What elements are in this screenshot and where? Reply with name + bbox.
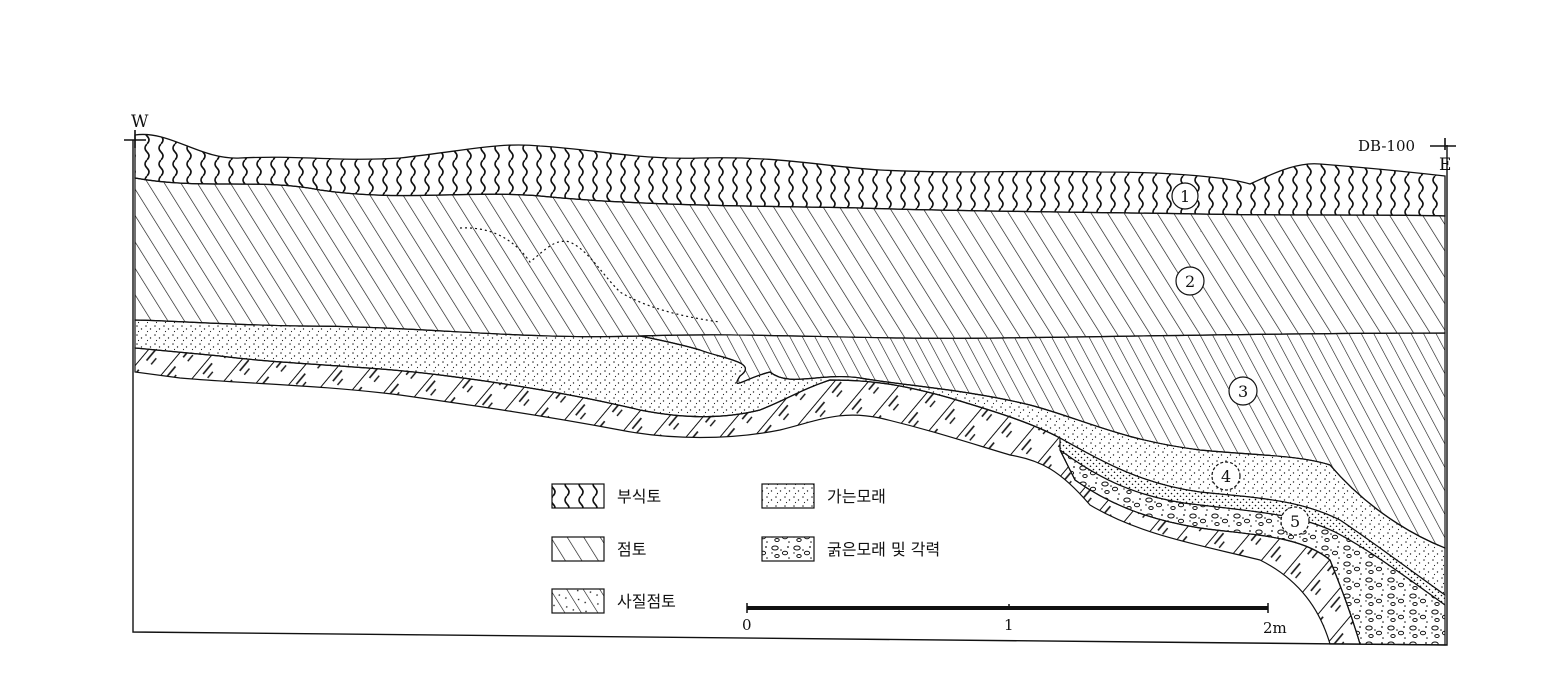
legend: 부식토 점토 사질점토 가는모래 굵은모래 및 각력 bbox=[551, 483, 940, 614]
layer-1-humus bbox=[134, 133, 1446, 217]
svg-text:5: 5 bbox=[1290, 512, 1300, 531]
layer-number-1: 1 bbox=[1171, 182, 1199, 210]
layer-number-3: 3 bbox=[1228, 376, 1258, 406]
section-id-label: DB-100 bbox=[1358, 137, 1415, 155]
scale-bar: 0 1 2m bbox=[742, 603, 1287, 637]
svg-text:부식토: 부식토 bbox=[617, 487, 661, 506]
legend-item-sandy-clay: 사질점토 bbox=[551, 588, 676, 614]
svg-text:4: 4 bbox=[1221, 467, 1231, 486]
east-label: E bbox=[1439, 155, 1451, 175]
svg-text:사질점토: 사질점토 bbox=[617, 592, 676, 611]
layer-number-2: 2 bbox=[1175, 266, 1205, 296]
svg-text:점토: 점토 bbox=[617, 540, 646, 559]
svg-text:굵은모래 및 각력: 굵은모래 및 각력 bbox=[827, 540, 940, 559]
legend-item-humus: 부식토 bbox=[551, 483, 661, 509]
svg-text:3: 3 bbox=[1238, 382, 1248, 401]
layer-number-4: 4 bbox=[1211, 461, 1241, 491]
scale-tick-0: 0 bbox=[742, 616, 752, 634]
layer-number-5: 5 bbox=[1280, 506, 1310, 536]
dotted-boundary bbox=[459, 227, 721, 323]
scale-tick-1: 1 bbox=[1004, 616, 1014, 634]
legend-item-gravel: 굵은모래 및 각력 bbox=[761, 536, 940, 562]
svg-text:2: 2 bbox=[1185, 272, 1195, 291]
bedrock bbox=[134, 347, 1361, 645]
svg-text:1: 1 bbox=[1180, 187, 1190, 206]
legend-item-clay: 점토 bbox=[551, 536, 646, 562]
legend-item-fine-sand: 가는모래 bbox=[761, 483, 886, 509]
west-label: W bbox=[131, 112, 149, 132]
section-frame bbox=[132, 140, 1448, 646]
svg-text:가는모래: 가는모래 bbox=[827, 487, 886, 506]
scale-tick-2m: 2m bbox=[1263, 619, 1287, 637]
